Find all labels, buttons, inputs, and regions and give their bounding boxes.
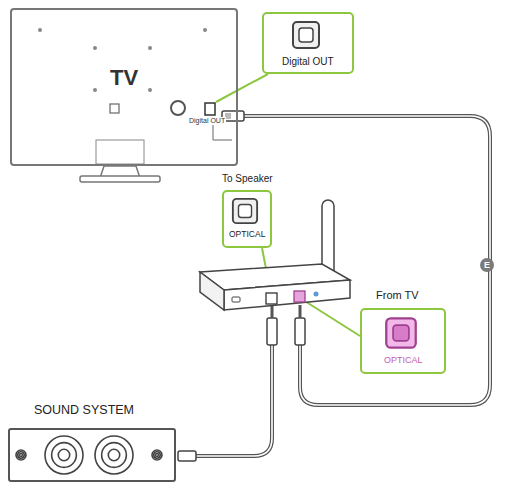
icon-outline xyxy=(293,22,319,48)
callout-box: To SpeakerOPTICAL xyxy=(222,190,272,248)
speaker-ring xyxy=(156,454,159,457)
speaker-ring xyxy=(102,443,127,468)
screw xyxy=(38,28,42,32)
cable-plug xyxy=(178,451,196,461)
node-label: TV xyxy=(110,66,138,90)
screw xyxy=(93,88,97,92)
speaker-cones xyxy=(10,430,174,480)
callout-leader xyxy=(216,74,268,102)
tv-stand-mount xyxy=(96,140,144,164)
tv-back: TV xyxy=(10,8,238,166)
optical-cable-core xyxy=(244,116,490,405)
status-led xyxy=(314,292,319,297)
screw xyxy=(203,28,207,32)
port-leader xyxy=(213,124,232,140)
tv-stand-base xyxy=(80,176,160,182)
speaker-ring xyxy=(95,436,133,474)
plug-tip xyxy=(299,305,302,318)
optical-cable xyxy=(244,116,490,405)
tv-optical-port xyxy=(205,103,215,115)
icon-socket xyxy=(238,204,251,217)
optical-out-port xyxy=(266,293,277,304)
speaker-ring xyxy=(154,452,161,459)
icon-outline xyxy=(233,199,257,223)
node-label: OPTICAL xyxy=(229,230,265,239)
callout-box: From TVOPTICAL xyxy=(360,308,446,374)
speaker-ring xyxy=(20,454,23,457)
plug-tip xyxy=(271,305,274,318)
icon-outline xyxy=(386,318,415,347)
screw xyxy=(148,46,152,50)
transmitter-front xyxy=(224,280,350,310)
callout-leader xyxy=(300,298,360,336)
icon-socket xyxy=(299,28,313,42)
icon-socket xyxy=(393,325,409,341)
node-label: OPTICAL xyxy=(384,356,423,366)
callout-heading: To Speaker xyxy=(222,173,273,184)
screw xyxy=(148,88,152,92)
cable-plug xyxy=(295,318,305,345)
port-label: Digital OUT xyxy=(188,117,226,125)
sound-system: SOUND SYSTEM xyxy=(8,428,176,482)
transmitter-side xyxy=(200,272,224,310)
optical-port-icon xyxy=(291,20,321,50)
callout-heading: From TV xyxy=(376,289,419,301)
optical-port-icon xyxy=(384,316,418,350)
optical-in-port xyxy=(294,291,305,302)
screw xyxy=(93,46,97,50)
speaker-ring xyxy=(58,449,69,460)
cable-plug xyxy=(267,318,277,345)
usb-port xyxy=(232,297,240,302)
node-label: SOUND SYSTEM xyxy=(34,404,134,418)
tv-port xyxy=(110,104,119,113)
speaker-ring xyxy=(16,450,26,460)
speaker-ring xyxy=(152,450,162,460)
node-label: Digital OUT xyxy=(282,56,334,67)
optical-cable xyxy=(196,345,272,456)
optical-cable-core xyxy=(196,345,272,456)
callout-box: Digital OUT xyxy=(262,12,354,74)
speaker-ring xyxy=(18,452,25,459)
tv-power-socket xyxy=(171,101,185,115)
optical-port-icon xyxy=(231,197,259,225)
speaker-ring xyxy=(45,436,83,474)
speaker-ring xyxy=(108,449,119,460)
speaker-ring xyxy=(52,443,77,468)
callout-letter: E xyxy=(480,258,494,272)
